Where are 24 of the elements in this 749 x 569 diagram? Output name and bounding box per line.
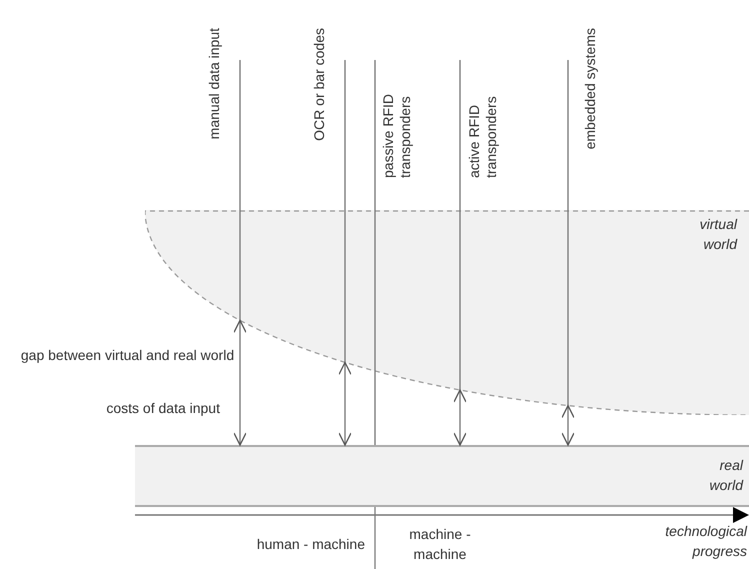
region-label: real world <box>708 456 743 495</box>
connector-line <box>374 60 376 371</box>
connector-line <box>374 370 376 445</box>
double-arrow <box>561 404 575 446</box>
connector-line <box>459 60 461 390</box>
region-label: virtual world <box>698 215 737 254</box>
real-world-bar <box>135 445 749 507</box>
connector-line <box>239 60 241 320</box>
technology-label: passive RFID transponders <box>380 28 414 178</box>
connector-line <box>344 60 346 362</box>
technology-label: active RFID transponders <box>466 28 500 178</box>
virtual-world-region <box>145 210 749 415</box>
connector-line <box>567 60 569 406</box>
double-arrow <box>453 389 467 446</box>
double-arrow <box>233 320 247 446</box>
axis-label: technological progress <box>664 522 747 561</box>
technology-label: manual data input <box>206 28 223 140</box>
phase-label: human - machine <box>256 535 365 554</box>
axis-label: gap between virtual and real world <box>20 346 235 365</box>
technology-label: embedded systems <box>582 28 599 150</box>
axis-label: costs of data input <box>105 399 220 418</box>
double-arrow <box>338 362 352 446</box>
technology-label: OCR or bar codes <box>311 28 328 141</box>
phase-label: machine - machine <box>408 525 472 564</box>
